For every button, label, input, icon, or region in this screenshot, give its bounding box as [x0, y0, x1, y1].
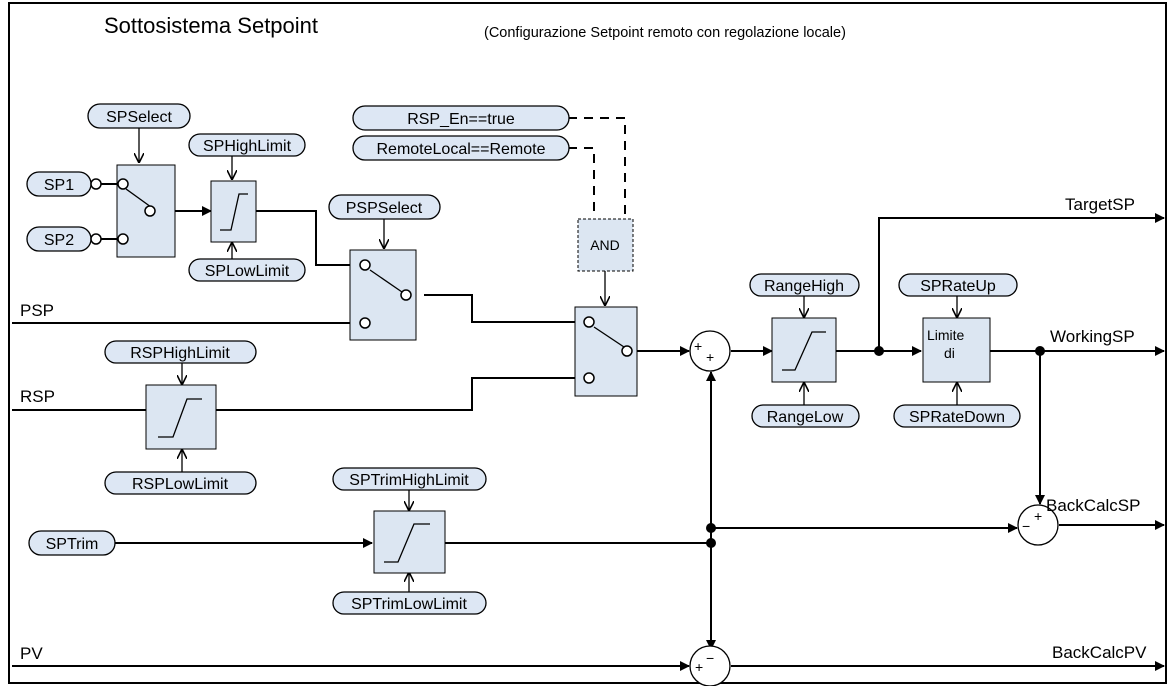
svg-text:RangeLow: RangeLow: [767, 409, 844, 426]
param-rangelow: RangeLow: [751, 404, 860, 428]
param-remotelocal: RemoteLocal==Remote: [352, 135, 570, 161]
diagram-subtitle: (Configurazione Setpoint remoto con rego…: [484, 25, 846, 41]
signal-psp: PSP: [20, 301, 54, 320]
rate-limiter-label-line2: di: [944, 345, 955, 361]
param-sp1: SP1: [26, 171, 92, 197]
svg-text:SPHighLimit: SPHighLimit: [203, 138, 292, 155]
signal-workingsp: WorkingSP: [1050, 327, 1135, 346]
svg-text:−: −: [706, 650, 714, 666]
rsp-limiter-block: [145, 384, 217, 450]
svg-text:+: +: [706, 349, 714, 365]
signal-pv: PV: [20, 644, 43, 663]
param-splowlimit: SPLowLimit: [188, 258, 306, 282]
signal-backcalcsp: BackCalcSP: [1046, 496, 1140, 515]
svg-text:SPRateUp: SPRateUp: [920, 278, 996, 295]
svg-text:SPLowLimit: SPLowLimit: [205, 263, 290, 280]
junction-dot: [706, 538, 716, 548]
param-sphighlimit: SPHighLimit: [188, 133, 306, 157]
rsp-selector-switch: [574, 306, 638, 397]
svg-text:SP2: SP2: [44, 232, 74, 249]
svg-text:SPTrimHighLimit: SPTrimHighLimit: [349, 472, 469, 489]
and-logic-block: AND: [577, 218, 634, 272]
param-rsp-en: RSP_En==true: [352, 105, 570, 131]
svg-text:+: +: [694, 338, 702, 354]
sp-selector-switch: [116, 164, 176, 258]
param-rsplowlimit: RSPLowLimit: [104, 471, 257, 495]
svg-text:RemoteLocal==Remote: RemoteLocal==Remote: [377, 141, 546, 158]
rate-limiter-label-line1: Limite: [927, 327, 965, 343]
param-spselect: SPSelect: [87, 103, 191, 129]
param-pspselect: PSPSelect: [328, 194, 441, 220]
psp-selector-switch: [349, 249, 417, 341]
param-rangehigh: RangeHigh: [749, 273, 860, 297]
svg-text:+: +: [1034, 508, 1042, 524]
wires: [12, 117, 1165, 671]
signal-rsp: RSP: [20, 387, 55, 406]
sum-junction-main: + +: [689, 330, 731, 372]
param-sprateup: SPRateUp: [898, 273, 1018, 297]
svg-text:RSP_En==true: RSP_En==true: [407, 111, 515, 128]
param-sptrim: SPTrim: [28, 530, 116, 556]
svg-text:RangeHigh: RangeHigh: [764, 278, 844, 295]
sptrim-limiter-block: [373, 510, 446, 574]
diagram-frame: [8, 2, 1167, 684]
svg-text:−: −: [1022, 518, 1030, 534]
rate-limiter-block: Limite di: [922, 317, 991, 383]
param-sptrimhighlimit: SPTrimHighLimit: [332, 467, 487, 491]
svg-text:SPTrim: SPTrim: [46, 536, 99, 553]
svg-text:SPTrimLowLimit: SPTrimLowLimit: [351, 596, 467, 613]
svg-text:SP1: SP1: [44, 177, 74, 194]
param-sp2: SP2: [26, 226, 92, 252]
and-label: AND: [590, 237, 620, 253]
junction-dot: [874, 346, 884, 356]
signal-backcalcpv: BackCalcPV: [1052, 643, 1147, 662]
junction-dot: [706, 523, 716, 533]
sp-limiter-block: [210, 180, 257, 243]
svg-text:SPRateDown: SPRateDown: [909, 409, 1005, 426]
junction-dot: [1035, 346, 1045, 356]
range-limiter-block: [771, 317, 837, 383]
diagram-title: Sottosistema Setpoint: [104, 13, 318, 38]
svg-text:PSPSelect: PSPSelect: [346, 200, 423, 217]
param-spratedown: SPRateDown: [893, 404, 1021, 428]
signal-targetsp: TargetSP: [1065, 195, 1135, 214]
param-rsphighlimit: RSPHighLimit: [104, 340, 257, 364]
svg-text:+: +: [695, 659, 703, 675]
param-sptrimlowlimit: SPTrimLowLimit: [332, 591, 487, 615]
svg-text:RSPHighLimit: RSPHighLimit: [130, 345, 230, 362]
svg-text:RSPLowLimit: RSPLowLimit: [132, 476, 229, 493]
sum-junction-backcalc-pv: + −: [689, 645, 731, 686]
sum-junction-backcalc-sp: − +: [1017, 504, 1059, 546]
svg-text:SPSelect: SPSelect: [106, 109, 172, 126]
